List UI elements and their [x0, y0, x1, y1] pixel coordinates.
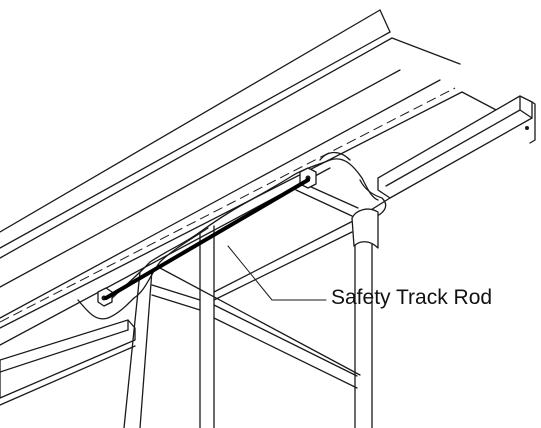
callout-leader-line — [227, 245, 327, 301]
frame-structure — [123, 181, 379, 428]
safety-track-rod-label: Safety Track Rod — [331, 286, 493, 309]
left-front-rail — [0, 319, 136, 406]
upper-rail — [0, 9, 461, 288]
right-end-bracket — [354, 95, 536, 221]
safety-track-rod — [104, 178, 310, 300]
